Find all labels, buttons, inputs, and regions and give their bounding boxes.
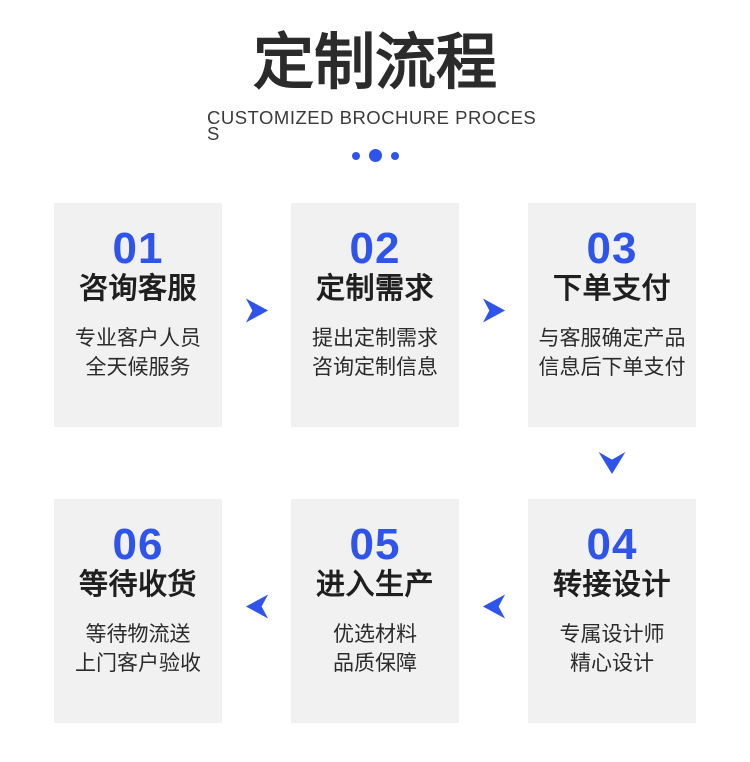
step-desc-line: 专业客户人员 [75,327,201,351]
step-card-01: 01 咨询客服 专业客户人员 全天候服务 [54,202,222,427]
step-number: 06 [112,519,164,569]
page-subtitle: CUSTOMIZED BROCHURE PROCES S [207,107,543,145]
step-desc-line: 信息后下单支付 [538,356,686,380]
process-flow: 01 咨询客服 专业客户人员 全天候服务 02 定制需求 提出定制需求 咨询定制… [54,202,696,723]
step-desc-line: 精心设计 [570,652,654,676]
step-card-02: 02 定制需求 提出定制需求 咨询定制信息 [291,202,459,427]
page-title: 定制流程 [252,28,497,96]
flow-row-bottom: 06 等待收货 等待物流送 上门客户验收 05 进入生产 优选材料 品质保障 [54,498,696,723]
flow-connector [222,499,291,723]
step-number: 05 [349,519,401,569]
step-desc-line: 优选材料 [333,623,417,647]
step-card-03: 03 下单支付 与客服确定产品 信息后下单支付 [528,202,696,427]
arrow-right-icon [245,298,268,323]
subtitle-line-1: CUSTOMIZED BROCHURE PROCES [207,107,537,129]
flow-row-connector [54,427,696,499]
step-card-06: 06 等待收货 等待物流送 上门客户验收 [54,498,222,723]
divider-dots [0,149,750,163]
step-title: 定制需求 [315,273,434,306]
step-desc-line: 等待物流送 [85,623,191,647]
step-title: 咨询客服 [78,273,197,306]
step-desc-line: 提出定制需求 [312,327,438,351]
step-description: 提出定制需求 咨询定制信息 [291,324,459,383]
step-title: 下单支付 [552,273,671,306]
dot-icon [351,151,360,160]
flow-row-top: 01 咨询客服 专业客户人员 全天候服务 02 定制需求 提出定制需求 咨询定制… [54,202,696,427]
step-description: 专业客户人员 全天候服务 [54,324,222,383]
step-description: 专属设计师 精心设计 [528,620,696,679]
step-title: 等待收货 [78,569,197,602]
step-title: 转接设计 [552,569,671,602]
step-description: 优选材料 品质保障 [291,620,459,679]
step-desc-line: 与客服确定产品 [538,327,686,351]
arrow-down-icon [598,451,626,474]
subtitle-line-2: S [207,123,220,145]
arrow-right-icon [482,298,505,323]
flow-connector [459,203,528,427]
dot-icon [390,151,399,160]
arrow-left-icon [482,594,505,619]
step-card-05: 05 进入生产 优选材料 品质保障 [291,498,459,723]
step-card-04: 04 转接设计 专属设计师 精心设计 [528,498,696,723]
step-desc-line: 全天候服务 [85,356,191,380]
step-number: 03 [586,223,638,273]
flow-connector [222,203,291,427]
step-description: 与客服确定产品 信息后下单支付 [528,324,696,383]
dot-icon [368,149,382,163]
step-description: 等待物流送 上门客户验收 [54,620,222,679]
step-title: 进入生产 [315,569,434,602]
flow-connector [528,427,696,499]
step-number: 01 [112,223,164,273]
step-desc-line: 专属设计师 [559,623,665,647]
step-desc-line: 品质保障 [333,652,417,676]
flow-connector [459,499,528,723]
step-desc-line: 上门客户验收 [75,652,201,676]
step-number: 02 [349,223,401,273]
arrow-left-icon [245,594,268,619]
step-desc-line: 咨询定制信息 [312,356,438,380]
step-number: 04 [586,519,638,569]
